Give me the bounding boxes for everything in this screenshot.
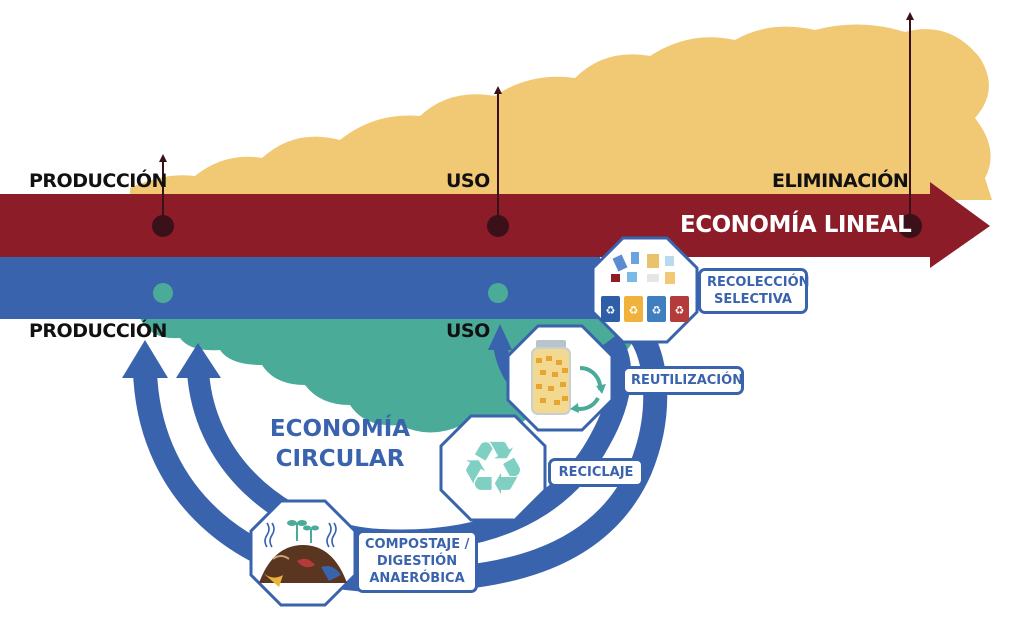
recycle-symbol-icon: ♻	[439, 414, 547, 522]
tag-recoleccion-line1: RECOLECCIÓN	[707, 275, 810, 290]
circular-economy-title: ECONOMÍA CIRCULAR	[260, 414, 420, 474]
waste-cloud	[130, 24, 992, 201]
arrowhead-inner	[176, 343, 221, 378]
linear-node-eliminacion	[898, 214, 922, 238]
arrowhead-reuse	[488, 324, 512, 350]
circular-title-line1: ECONOMÍA	[269, 416, 411, 442]
linear-node-produccion	[152, 215, 174, 237]
circular-node-uso	[488, 283, 508, 303]
linear-label-produccion: PRODUCCIÓN	[29, 170, 167, 192]
linear-node-uso	[487, 215, 509, 237]
tag-compostaje-line2: DIGESTIÓN	[376, 554, 458, 569]
tag-reciclaje: RECICLAJE	[548, 458, 644, 487]
tag-reutilizacion: REUTILIZACIÓN	[622, 366, 744, 395]
tag-recoleccion-line2: SELECTIVA	[714, 292, 792, 307]
svg-text:♻: ♻	[606, 304, 616, 317]
svg-text:♻: ♻	[652, 304, 662, 317]
arrowhead-outer	[122, 340, 168, 378]
svg-text:♻: ♻	[629, 304, 639, 317]
linear-label-eliminacion: ELIMINACIÓN	[772, 170, 909, 192]
circular-label-produccion: PRODUCCIÓN	[29, 320, 167, 342]
tag-recoleccion-selectiva: RECOLECCIÓN SELECTIVA	[698, 268, 810, 314]
compost-icon	[249, 499, 357, 607]
recycling-bins-icon: ♻ ♻ ♻ ♻	[591, 236, 699, 344]
linear-label-uso: USO	[446, 170, 490, 192]
svg-text:♻: ♻	[460, 426, 526, 512]
outer-loop	[133, 327, 668, 593]
linear-economy-title: ECONOMÍA LINEAL	[680, 212, 912, 238]
svg-text:♻: ♻	[675, 304, 685, 317]
circular-node-produccion	[153, 283, 173, 303]
tag-compostaje: COMPOSTAJE / DIGESTIÓN ANAERÓBICA	[356, 530, 478, 593]
tag-compostaje-line3: ANAERÓBICA	[369, 571, 465, 586]
circular-title-line2: CIRCULAR	[275, 446, 405, 472]
jar-reuse-icon	[506, 324, 614, 432]
circular-label-uso: USO	[446, 320, 490, 342]
tag-compostaje-line1: COMPOSTAJE /	[365, 537, 470, 552]
circular-band	[0, 257, 600, 319]
